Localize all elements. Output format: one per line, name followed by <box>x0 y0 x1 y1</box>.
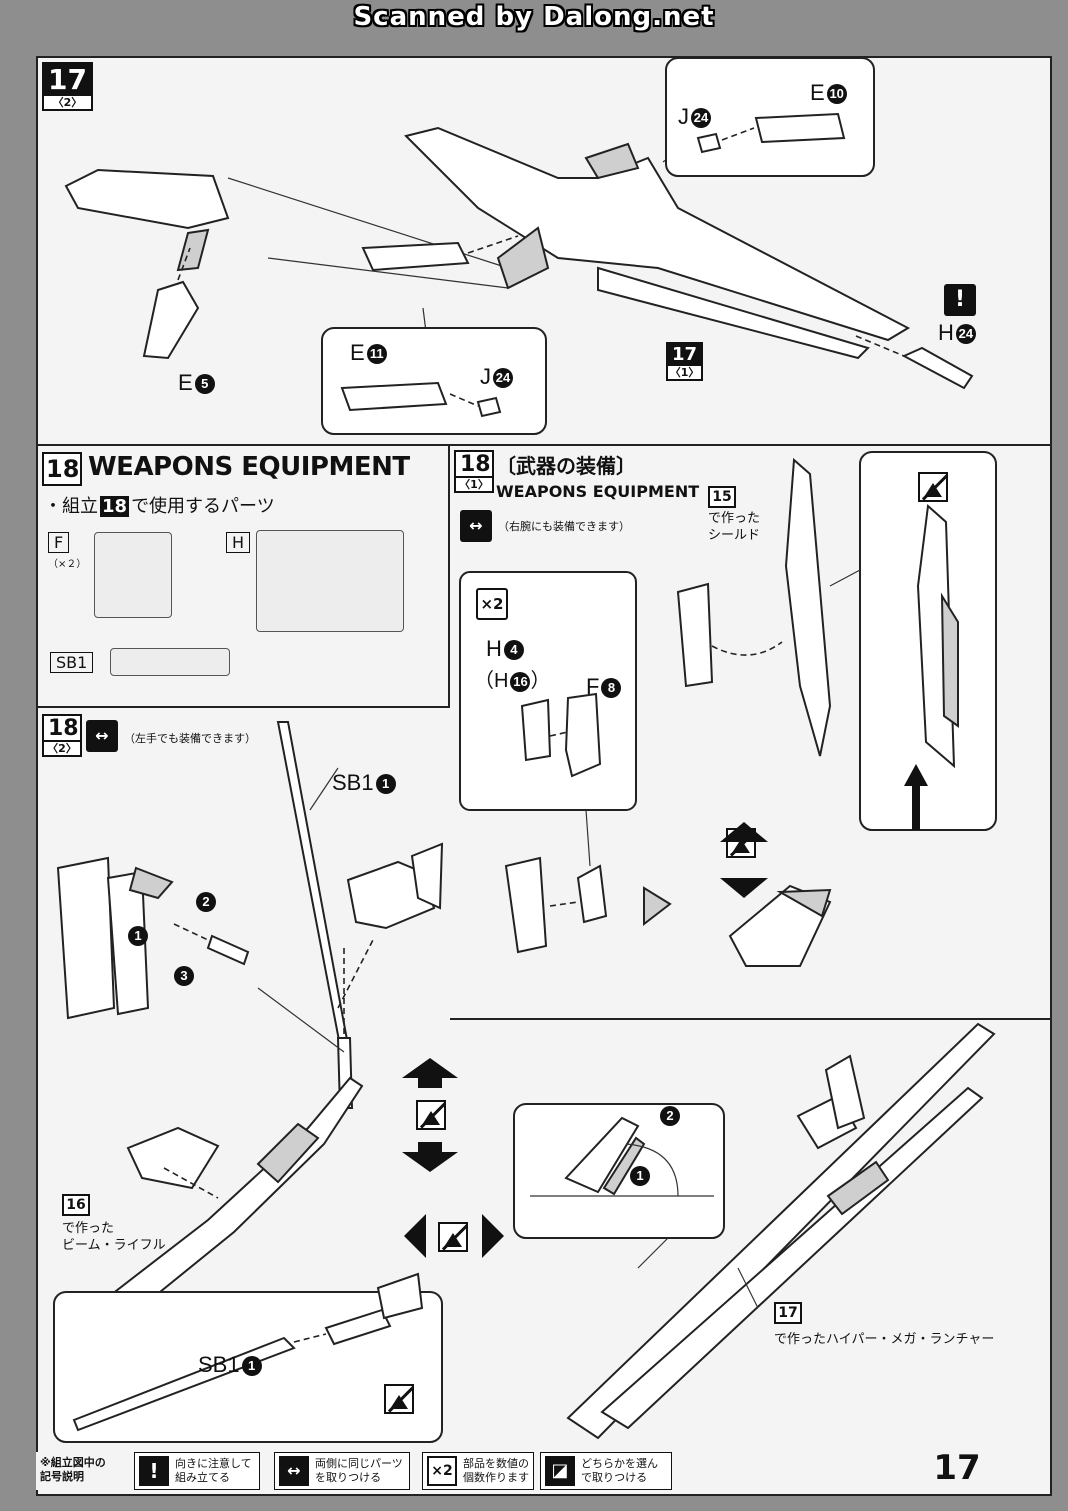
step17-ref-number: 17 〈1〉 <box>666 342 704 381</box>
inset-circle-2: 2 <box>658 1102 680 1128</box>
step-circle-3: 3 <box>172 962 194 988</box>
rifle-ref-number: 16 <box>62 1194 90 1216</box>
step18-1-title-en: WEAPONS EQUIPMENT <box>496 482 700 501</box>
choose-one-icon <box>438 1222 469 1252</box>
attention-icon: ! <box>139 1456 169 1486</box>
legend-title: ※組立図中の記号説明 <box>36 1452 128 1490</box>
shield-ref-number: 15 <box>708 486 736 508</box>
inset-circle-1: 1 <box>628 1162 650 1188</box>
rifle-ref-text: で作ったビーム・ライフル <box>62 1221 166 1253</box>
step-circle-1: 1 <box>126 922 148 948</box>
runner-sb1-tag: SB1 <box>50 652 94 673</box>
choose-one-icon-inset <box>918 472 949 502</box>
runner-f-tag: F （×２） <box>48 532 87 570</box>
step18-1-drawing <box>459 451 997 967</box>
instruction-sheet: 17 〈2〉 <box>36 56 1052 1496</box>
scanner-watermark: Scanned by Dalong.net <box>353 2 715 32</box>
choose-one-icon: ◪ <box>545 1456 575 1486</box>
step17-panel: 17 〈2〉 <box>38 58 1050 446</box>
runner-f <box>94 532 172 618</box>
step18-2-drawing <box>53 721 996 1443</box>
legend-choose-one: ◪ どちらかを選んで取りつける <box>540 1452 672 1490</box>
step18-2-panel: 18 〈2〉 ↔ （左手でも装備できます） <box>38 708 1050 1450</box>
times-two-icon: ×2 <box>427 1456 457 1486</box>
runner-h-tag: H <box>226 532 251 553</box>
attention-icon: ! <box>944 284 976 316</box>
step-circle-2: 2 <box>194 888 216 914</box>
times-two-icon: ×2 <box>476 588 508 620</box>
legend-attention: ! 向きに注意して組み立てる <box>134 1452 260 1490</box>
weapons-equipment-title: WEAPONS EQUIPMENT <box>88 452 410 482</box>
launcher-ref-number: 17 <box>774 1302 802 1324</box>
step18-2-number: 18 〈2〉 <box>42 714 82 757</box>
step18-1-note: （右腕にも装備できます） <box>498 520 630 533</box>
step18-number: 18 <box>42 452 82 486</box>
shield-ref-text: で作ったシールド <box>708 511 761 543</box>
launcher-ref-text: で作ったハイパー・メガ・ランチャー <box>774 1332 995 1347</box>
page-number: 17 <box>926 1445 988 1491</box>
symbol-legend: ※組立図中の記号説明 ! 向きに注意して組み立てる ↔ 両側に同じパーツを取りつ… <box>36 1450 676 1492</box>
runner-sb1 <box>110 648 230 676</box>
choose-one-icon <box>384 1384 415 1414</box>
runner-h <box>256 530 404 632</box>
step18-1-number: 18 〈1〉 <box>454 450 494 493</box>
legend-times-two: ×2 部品を数値の個数作ります <box>422 1452 534 1490</box>
step18-2-note: （左手でも装備できます） <box>124 732 256 745</box>
choose-one-icon <box>416 1100 447 1130</box>
both-sides-icon: ↔ <box>460 510 492 542</box>
both-sides-icon: ↔ <box>279 1456 309 1486</box>
step17-number: 17 〈2〉 <box>42 62 93 111</box>
step18-1-title-jp: 〔武器の装備〕 <box>496 454 636 478</box>
legend-both-sides: ↔ 両側に同じパーツを取りつける <box>274 1452 410 1490</box>
both-sides-icon: ↔ <box>86 720 118 752</box>
